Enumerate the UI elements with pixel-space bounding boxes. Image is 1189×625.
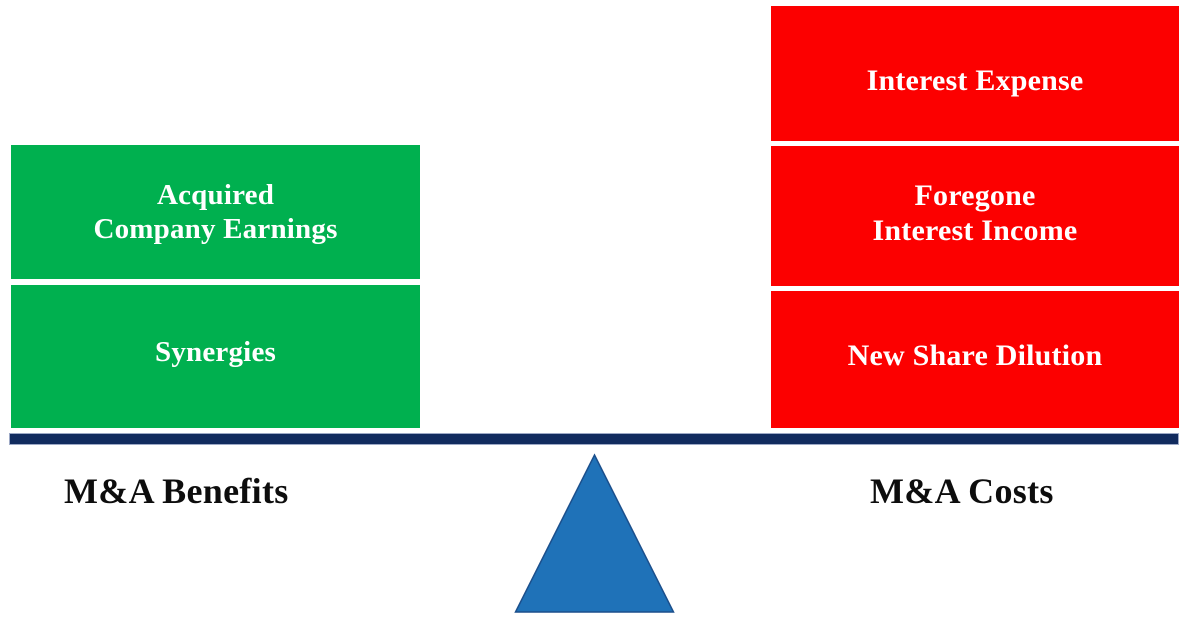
label-ma-costs: M&A Costs: [870, 471, 1054, 511]
benefit-block-synergies: Synergies: [11, 285, 420, 428]
benefit-block-acquired-company-earnings: Acquired Company Earnings: [11, 145, 420, 279]
triangle-fulcrum-icon: [514, 453, 675, 613]
benefit-line-1: Acquired: [156, 178, 275, 211]
benefit-line-2: Company Earnings: [93, 213, 338, 245]
cost-block-foregone-interest-income-text: Foregone Interest Income: [873, 178, 1078, 249]
benefit-block-synergies-text: Synergies: [154, 336, 276, 368]
cost-block-interest-expense: Interest Expense: [771, 6, 1179, 141]
label-ma-benefits: M&A Benefits: [64, 471, 289, 511]
cost-block-foregone-interest-income: Foregone Interest Income: [771, 146, 1179, 286]
benefit-block-acquired-company-earnings-text: Acquired Company Earnings: [93, 178, 337, 246]
cost-line-2: Interest Income: [872, 214, 1078, 248]
cost-block-interest-expense-text: Interest Expense: [866, 64, 1084, 97]
cost-block-new-share-dilution: New Share Dilution: [771, 291, 1179, 428]
cost-block-new-share-dilution-text: New Share Dilution: [847, 339, 1103, 372]
balance-beam: [9, 433, 1179, 445]
cost-line-1: Foregone: [914, 179, 1036, 212]
